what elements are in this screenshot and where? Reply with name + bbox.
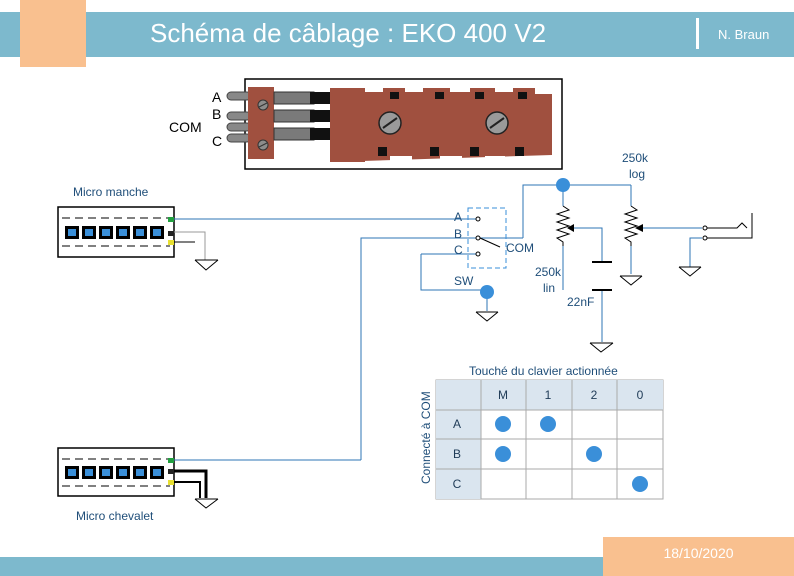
connection-dot	[586, 446, 602, 462]
connection-dot	[540, 416, 556, 432]
pin-label-b: B	[212, 106, 221, 122]
connection-dot	[495, 446, 511, 462]
title-separator	[696, 18, 699, 49]
switch-illustration: A B COM C	[169, 78, 563, 170]
neck-ground-wire	[174, 231, 206, 260]
output-jack	[702, 213, 753, 241]
jack-ground-symbol	[678, 266, 702, 277]
switch-ground-symbol	[475, 311, 499, 322]
neck-pickup: Micro manche	[57, 185, 175, 258]
bridge-ground-symbol	[194, 498, 219, 509]
volume-pot-taper: log	[629, 167, 645, 181]
neck-pickup-label: Micro manche	[73, 185, 149, 199]
table-row-axis-label: Connecté à COM	[419, 391, 433, 484]
table-column-header: 2	[591, 388, 598, 402]
table-row-label: C	[453, 477, 462, 491]
title-bar	[0, 12, 794, 57]
tone-capacitor: 22nF	[567, 261, 612, 309]
table-column-header: 0	[637, 388, 644, 402]
tone-pot: 250k lin	[535, 205, 574, 295]
header-corner-box-front	[20, 0, 86, 67]
volume-ground-symbol	[619, 275, 643, 286]
pin-label-c: C	[212, 133, 222, 149]
bridge-pickup-label: Micro chevalet	[76, 509, 154, 523]
selector-truth-table: Touché du clavier actionnée Connecté à C…	[419, 364, 664, 500]
bridge-ground-wire	[174, 469, 208, 498]
author-name: N. Braun	[718, 27, 770, 42]
capacitor-value: 22nF	[567, 295, 594, 309]
switch-terminal-c: C	[454, 243, 463, 257]
switch-schematic: A B C COM SW	[454, 207, 534, 288]
table-column-header: 1	[545, 388, 552, 402]
table-cells: M 1 2 0A B C	[453, 388, 648, 492]
wires	[174, 184, 702, 461]
neck-ground-symbol	[194, 259, 219, 271]
tone-pot-value: 250k	[535, 265, 562, 279]
footer-date-box: 18/10/2020	[603, 537, 794, 576]
connection-dot	[632, 476, 648, 492]
tone-pot-taper: lin	[543, 281, 555, 295]
switch-com-label: COM	[506, 241, 534, 255]
table-row-label: A	[453, 417, 461, 431]
volume-pot-value: 250k	[622, 151, 649, 165]
switch-terminal-b: B	[454, 227, 462, 241]
bridge-pickup: Micro chevalet	[57, 447, 175, 523]
pin-label-a: A	[212, 89, 222, 105]
footer-date: 18/10/2020	[663, 545, 734, 561]
output-junction-dot	[556, 178, 570, 192]
switch-sw-label: SW	[454, 274, 474, 288]
table-column-header: M	[498, 388, 508, 402]
footer-bar	[0, 557, 794, 576]
table-row-label: B	[453, 447, 461, 461]
page-title: Schéma de câblage : EKO 400 V2	[150, 18, 547, 48]
volume-pot: 250k log	[622, 151, 649, 246]
switch-pins	[226, 91, 252, 143]
table-title: Touché du clavier actionnée	[469, 364, 618, 378]
switch-terminal-a: A	[454, 210, 462, 224]
capacitor-ground-symbol	[589, 342, 614, 353]
pin-label-com: COM	[169, 119, 202, 135]
connection-dot	[495, 416, 511, 432]
sw-junction-dot	[480, 285, 494, 299]
